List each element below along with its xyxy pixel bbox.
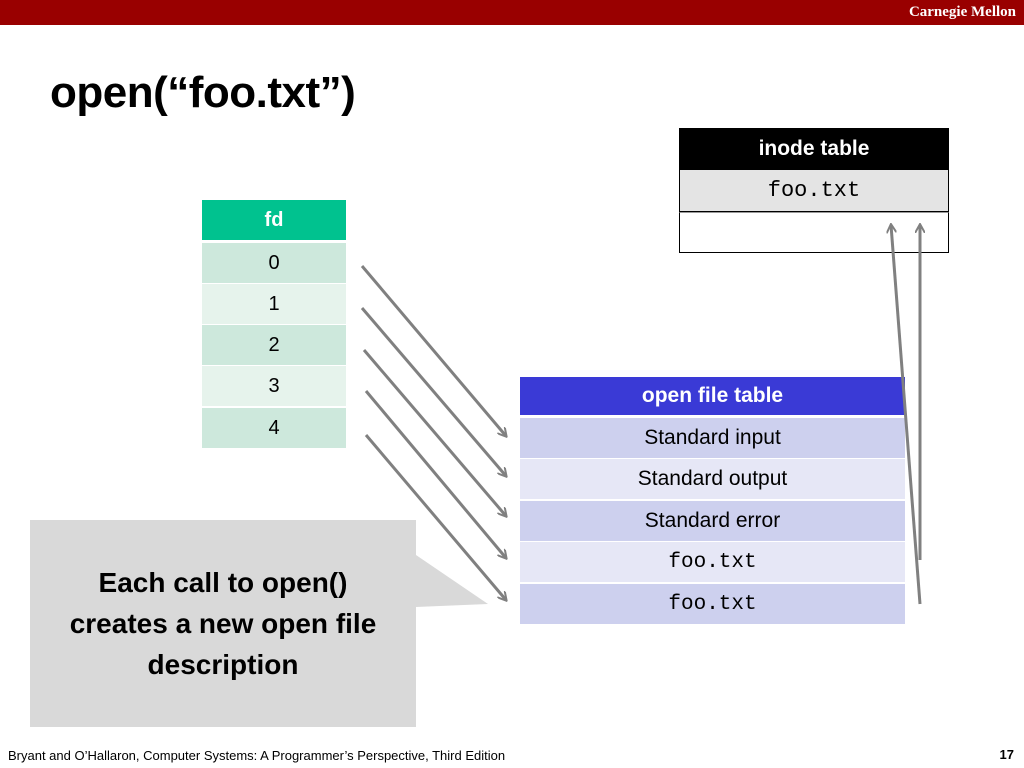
arrow-fd2-to-stderr	[362, 349, 506, 516]
fd-table-row: 2	[202, 325, 346, 365]
inode-table-row	[679, 212, 949, 253]
callout-shape	[30, 520, 488, 727]
fd-table-row: 4	[202, 408, 346, 448]
open-file-table-row: Standard input	[520, 418, 905, 458]
slide-title: open(“foo.txt”)	[50, 68, 356, 117]
brand-label: Carnegie Mellon	[908, 4, 1016, 20]
open-file-table-header: open file table	[520, 377, 905, 415]
callout-line: description	[147, 649, 299, 680]
callout-line: Each call to open()	[98, 567, 348, 598]
arrow-foo-2-to-inode	[891, 225, 922, 605]
arrow-fd4-to-foo-2	[364, 434, 506, 600]
inode-table-row: foo.txt	[679, 170, 949, 212]
page-number: 17	[999, 747, 1014, 762]
callout-line: creates a new open file	[69, 608, 377, 639]
open-file-table-row: foo.txt	[520, 542, 905, 582]
fd-table-row: 3	[202, 366, 346, 406]
footer-citation: Bryant and O’Hallaron, Computer Systems:…	[8, 748, 506, 763]
open-file-table-row: Standard error	[520, 501, 905, 541]
open-file-table-row: foo.txt	[520, 584, 905, 624]
header-bar: Carnegie Mellon	[0, 0, 1024, 25]
open-file-table-row: Standard output	[520, 459, 905, 499]
inode-table-header: inode table	[679, 128, 949, 170]
arrow-fd1-to-stdout	[360, 307, 506, 476]
callout-text: Each call to open() creates a new open f…	[30, 562, 416, 685]
fd-table-row: 1	[202, 284, 346, 324]
arrow-fd0-to-stdin	[360, 265, 506, 436]
arrow-fd3-to-foo-1	[364, 390, 506, 558]
fd-table-header: fd	[202, 200, 346, 240]
fd-table-row: 0	[202, 243, 346, 283]
